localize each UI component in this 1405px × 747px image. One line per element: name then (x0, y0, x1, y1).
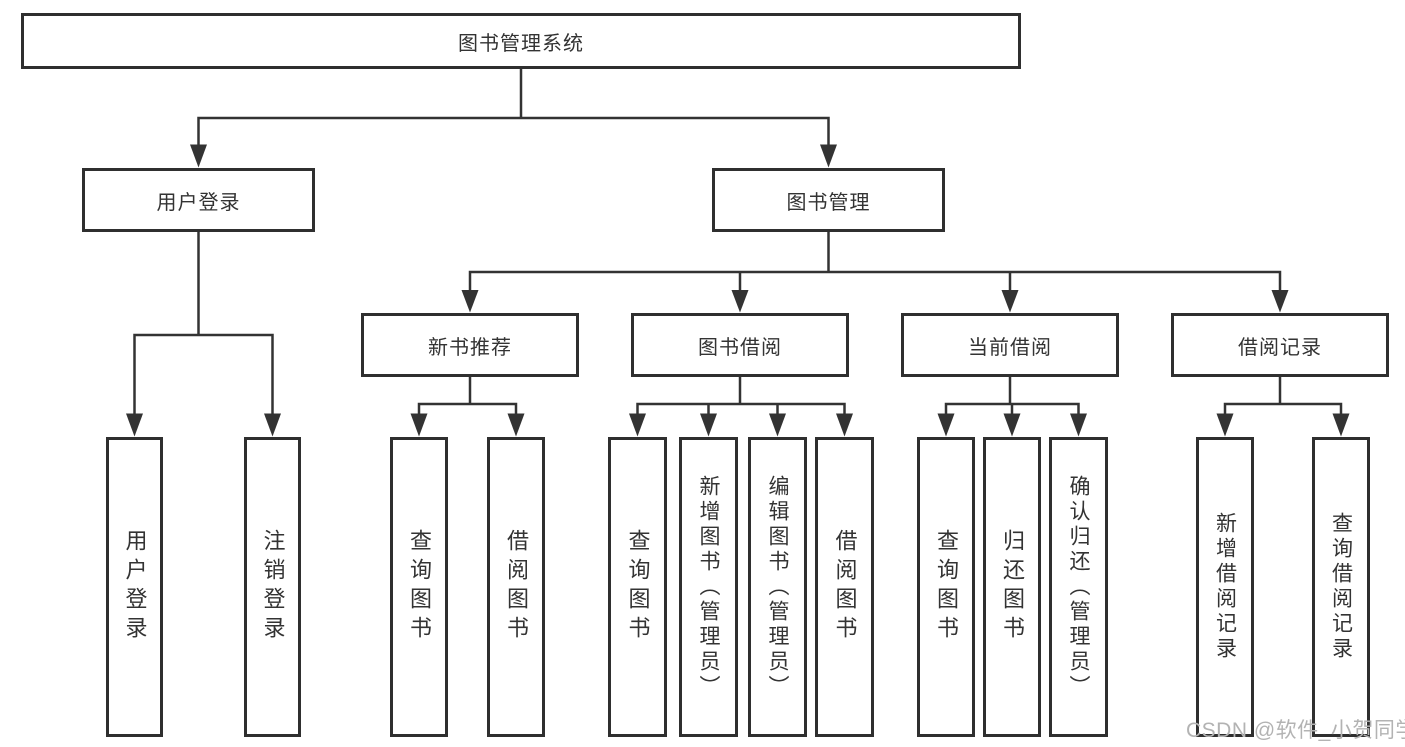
node-label: 查询图书 (407, 529, 432, 645)
leaf-query-borrow-record: 查询借阅记录 (1312, 437, 1370, 737)
node-label: 用户登录 (122, 529, 148, 645)
node-label: 图书借阅 (698, 336, 782, 359)
csdn-watermark: CSDN @软件_小贺同学 (1186, 719, 1405, 742)
leaf-add-books-admin: 新增图书（管理员） (679, 437, 738, 737)
node-label: 编辑图书（管理员） (766, 474, 789, 700)
node-label: 查询借阅记录 (1329, 512, 1353, 662)
leaf-user-login: 用户登录 (106, 437, 163, 737)
leaf-query-books: 查询图书 (608, 437, 667, 737)
node-label: 确认归还（管理员） (1067, 474, 1090, 700)
node-label: 当前借阅 (968, 336, 1052, 359)
node-book-borrowing: 图书借阅 (631, 313, 849, 377)
node-borrowing-records: 借阅记录 (1171, 313, 1389, 377)
node-label: 图书管理系统 (458, 32, 584, 55)
leaf-edit-books-admin: 编辑图书（管理员） (748, 437, 807, 737)
node-new-book-recommendation: 新书推荐 (361, 313, 579, 377)
node-label: 用户登录 (156, 191, 241, 214)
node-label: 借阅图书 (832, 529, 858, 645)
node-library-management-system: 图书管理系统 (21, 13, 1021, 69)
node-user-login: 用户登录 (82, 168, 315, 232)
leaf-confirm-return-admin: 确认归还（管理员） (1049, 437, 1108, 737)
node-book-management: 图书管理 (712, 168, 945, 232)
node-current-borrowing: 当前借阅 (901, 313, 1119, 377)
leaf-logout: 注销登录 (244, 437, 301, 737)
node-label: 注销登录 (260, 529, 286, 645)
node-label: 新增图书（管理员） (697, 474, 720, 700)
leaf-add-borrow-record: 新增借阅记录 (1196, 437, 1254, 737)
node-label: 归还图书 (1000, 529, 1025, 645)
node-label: 新书推荐 (428, 336, 512, 359)
node-label: 查询图书 (625, 529, 651, 645)
leaf-return-books: 归还图书 (983, 437, 1041, 737)
leaf-query-books: 查询图书 (917, 437, 975, 737)
node-label: 借阅记录 (1238, 336, 1322, 359)
node-label: 借阅图书 (504, 529, 529, 645)
node-label: 查询图书 (934, 529, 959, 645)
node-label: 图书管理 (786, 191, 871, 214)
leaf-query-books: 查询图书 (390, 437, 448, 737)
leaf-borrow-books: 借阅图书 (487, 437, 545, 737)
node-label: 新增借阅记录 (1213, 512, 1237, 662)
leaf-borrow-books: 借阅图书 (815, 437, 874, 737)
